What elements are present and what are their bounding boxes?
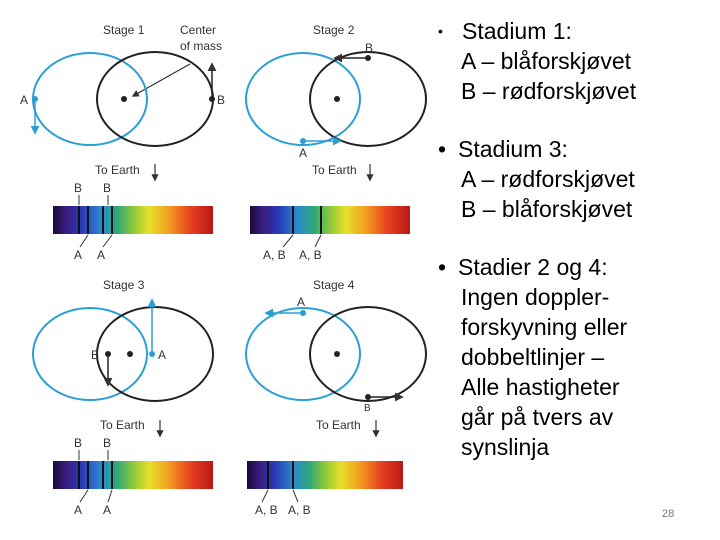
label-b: B bbox=[365, 41, 373, 55]
stage-label: Stage 2 bbox=[313, 23, 355, 37]
bullet-line: B – blåforskjøvet bbox=[461, 196, 633, 222]
label-tick bbox=[292, 489, 299, 503]
bullet-line: A – blåforskjøvet bbox=[461, 48, 632, 74]
spectrum-bottom-label: A, B bbox=[299, 248, 322, 262]
orbit-blue bbox=[32, 307, 148, 401]
bullet-heading: • Stadier 2 og 4: bbox=[438, 252, 713, 282]
panel-stage2: Stage 2 A B To Earth A, B A, B bbox=[245, 23, 427, 262]
com-label-line: Center bbox=[180, 23, 216, 37]
bullet-line: Alle hastigheter bbox=[461, 374, 620, 400]
label-tick bbox=[102, 234, 113, 248]
panel-stage1: Stage 1 Center of mass A B To Earth B B … bbox=[20, 23, 225, 262]
center-of-mass-dot bbox=[334, 96, 340, 102]
spectrum bbox=[53, 461, 213, 489]
bullet-heading-text: Stadier 2 og 4: bbox=[458, 254, 608, 280]
spectrum-bottom-label: A, B bbox=[263, 248, 286, 262]
page-number: 28 bbox=[662, 508, 675, 520]
label-tick bbox=[314, 234, 322, 248]
label-b: B bbox=[217, 93, 225, 107]
panel-stage3: Stage 3 A B To Earth B B A A bbox=[32, 278, 214, 517]
bullet-list: • Stadium 1: A – blåforskjøvet B – rødfor… bbox=[438, 16, 713, 490]
bullet-stage3: • Stadium 3: A – rødforskjøvet B – blåfor… bbox=[438, 134, 713, 224]
com-arrow bbox=[131, 63, 191, 97]
spectrum-top-label: B bbox=[103, 436, 111, 450]
orbit-blue bbox=[32, 52, 148, 146]
spectrum-bottom-label: A, B bbox=[288, 503, 311, 517]
bullet-line: forskyvning eller bbox=[461, 314, 628, 340]
bullet-stage2-4: • Stadier 2 og 4: Ingen doppler- forskyvn… bbox=[438, 252, 713, 462]
orbit-blue bbox=[245, 52, 361, 146]
panel-stage4: Stage 4 A B To Earth A, B A, B bbox=[245, 278, 427, 517]
bullet-line: B – rødforskjøvet bbox=[461, 78, 637, 104]
label-a: A bbox=[20, 93, 28, 107]
com-label: Center of mass bbox=[180, 23, 222, 53]
binary-star-doppler-diagram: Stage 1 Center of mass A B To Earth B B … bbox=[20, 23, 427, 517]
spectrum-bottom-label: A bbox=[74, 248, 82, 262]
spectrum bbox=[53, 206, 213, 234]
earth-label: To Earth bbox=[312, 163, 357, 177]
spectrum-bottom-label: A bbox=[103, 503, 111, 517]
spectrum-top-label: B bbox=[74, 181, 82, 195]
label-tick bbox=[282, 234, 294, 248]
bullet-line: Ingen doppler- bbox=[461, 284, 610, 310]
bullet-line: synslinja bbox=[461, 434, 550, 460]
label-a: A bbox=[158, 348, 166, 362]
spectrum-top-label: B bbox=[74, 436, 82, 450]
bullet-line: går på tvers av bbox=[461, 404, 614, 430]
label-tick bbox=[261, 489, 269, 503]
label-a: A bbox=[297, 295, 305, 309]
spectrum bbox=[247, 461, 403, 489]
com-label-line: of mass bbox=[180, 39, 222, 53]
bullet-heading-text: Stadium 1: bbox=[462, 18, 572, 44]
center-of-mass-dot bbox=[127, 351, 133, 357]
label-tick bbox=[79, 234, 89, 248]
bullet-dot: • bbox=[438, 254, 447, 280]
spectrum-bottom-label: A bbox=[97, 248, 105, 262]
orbit-blue bbox=[245, 307, 361, 401]
center-of-mass-dot bbox=[121, 96, 127, 102]
label-b: B bbox=[364, 403, 371, 414]
bullet-dot: • bbox=[438, 23, 443, 39]
label-a: A bbox=[299, 146, 307, 160]
label-b: B bbox=[91, 348, 99, 362]
label-tick bbox=[107, 489, 113, 503]
stage-label: Stage 4 bbox=[313, 278, 355, 292]
orbit-black bbox=[309, 306, 427, 402]
stage-label: Stage 3 bbox=[103, 278, 145, 292]
label-tick bbox=[79, 489, 89, 503]
bullet-dot: • bbox=[438, 136, 447, 162]
spectrum-bottom-label: A, B bbox=[255, 503, 278, 517]
orbit-black bbox=[309, 51, 427, 147]
center-of-mass-dot bbox=[334, 351, 340, 357]
earth-label: To Earth bbox=[100, 418, 145, 432]
orbit-black bbox=[96, 51, 214, 147]
bullet-stage1: • Stadium 1: A – blåforskjøvet B – rødfor… bbox=[438, 16, 713, 106]
bullet-heading-text: Stadium 3: bbox=[458, 136, 568, 162]
spectrum bbox=[250, 206, 410, 234]
bullet-line: dobbeltlinjer – bbox=[461, 344, 605, 370]
bullet-line: A – rødforskjøvet bbox=[461, 166, 635, 192]
stage-label: Stage 1 bbox=[103, 23, 145, 37]
spectrum-bottom-label: A bbox=[74, 503, 82, 517]
bullet-heading: • Stadium 3: bbox=[438, 134, 713, 164]
earth-label: To Earth bbox=[316, 418, 361, 432]
earth-label: To Earth bbox=[95, 163, 140, 177]
spectrum-top-label: B bbox=[103, 181, 111, 195]
bullet-heading: • Stadium 1: bbox=[438, 16, 713, 46]
